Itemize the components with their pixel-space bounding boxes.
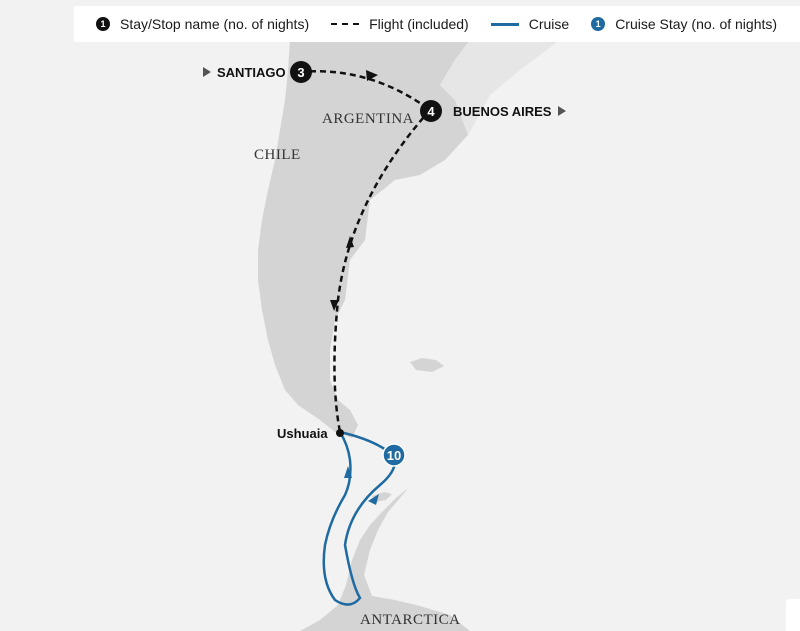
legend-item-cruise: Cruise (490, 16, 570, 32)
country-label-chile: CHILE (254, 147, 301, 163)
country-label-argentina: ARGENTINA (322, 111, 414, 127)
solid-line-icon (490, 22, 519, 26)
stop-name-ushuaia: Ushuaia (277, 426, 328, 441)
cruise-stay-marker[interactable]: 10 (382, 443, 406, 467)
country-label-antarctica: ANTARCTICA (360, 612, 460, 628)
flight-arrow-icon (330, 300, 339, 311)
cruise-route (322, 430, 397, 606)
flight-arrow-icon (346, 236, 354, 248)
cruise-arrow-icon (368, 494, 379, 505)
brazil-landmass (440, 40, 560, 135)
dashed-line-icon (331, 23, 360, 25)
legend-label: Stay/Stop name (no. of nights) (120, 16, 310, 32)
falkland-islands (410, 358, 444, 372)
flight-arrow-icon (366, 70, 378, 81)
stop-name-buenos-aires: BUENOS AIRES (453, 104, 552, 119)
stop-badge-icon: 1 (96, 17, 110, 31)
stop-name-santiago: SANTIAGO (217, 65, 286, 80)
legend-item-flight: Flight (included) (331, 16, 469, 32)
legend-label: Flight (included) (369, 16, 469, 32)
map-legend: 1 Stay/Stop name (no. of nights) Flight … (74, 6, 800, 42)
flight-route-santiago-buenos-aires (299, 70, 431, 112)
stop-buenos-aires[interactable]: 4 BUENOS AIRES (420, 100, 566, 122)
south-america-landmass (258, 40, 470, 438)
cruise-stay-nights: 10 (387, 448, 401, 463)
antarctic-peninsula (300, 488, 470, 631)
legend-label: Cruise Stay (no. of nights) (615, 16, 778, 32)
map-control-button[interactable] (786, 599, 800, 631)
cruise-arrow-icon (344, 466, 352, 478)
stop-nights-santiago: 3 (297, 65, 304, 80)
flight-route-buenos-aires-ushuaia (333, 109, 431, 433)
stop-ushuaia[interactable]: Ushuaia (277, 426, 344, 441)
cruise-stay-badge-icon: 1 (591, 17, 606, 31)
legend-item-stop: 1 Stay/Stop name (no. of nights) (96, 16, 309, 32)
legend-label: Cruise (528, 16, 570, 32)
stop-nights-buenos-aires: 4 (427, 104, 435, 119)
play-arrow-icon (558, 106, 566, 116)
legend-item-cruise-stay: 1 Cruise Stay (no. of nights) (591, 16, 777, 32)
play-arrow-icon (203, 67, 211, 77)
stop-santiago[interactable]: SANTIAGO 3 (203, 61, 312, 83)
